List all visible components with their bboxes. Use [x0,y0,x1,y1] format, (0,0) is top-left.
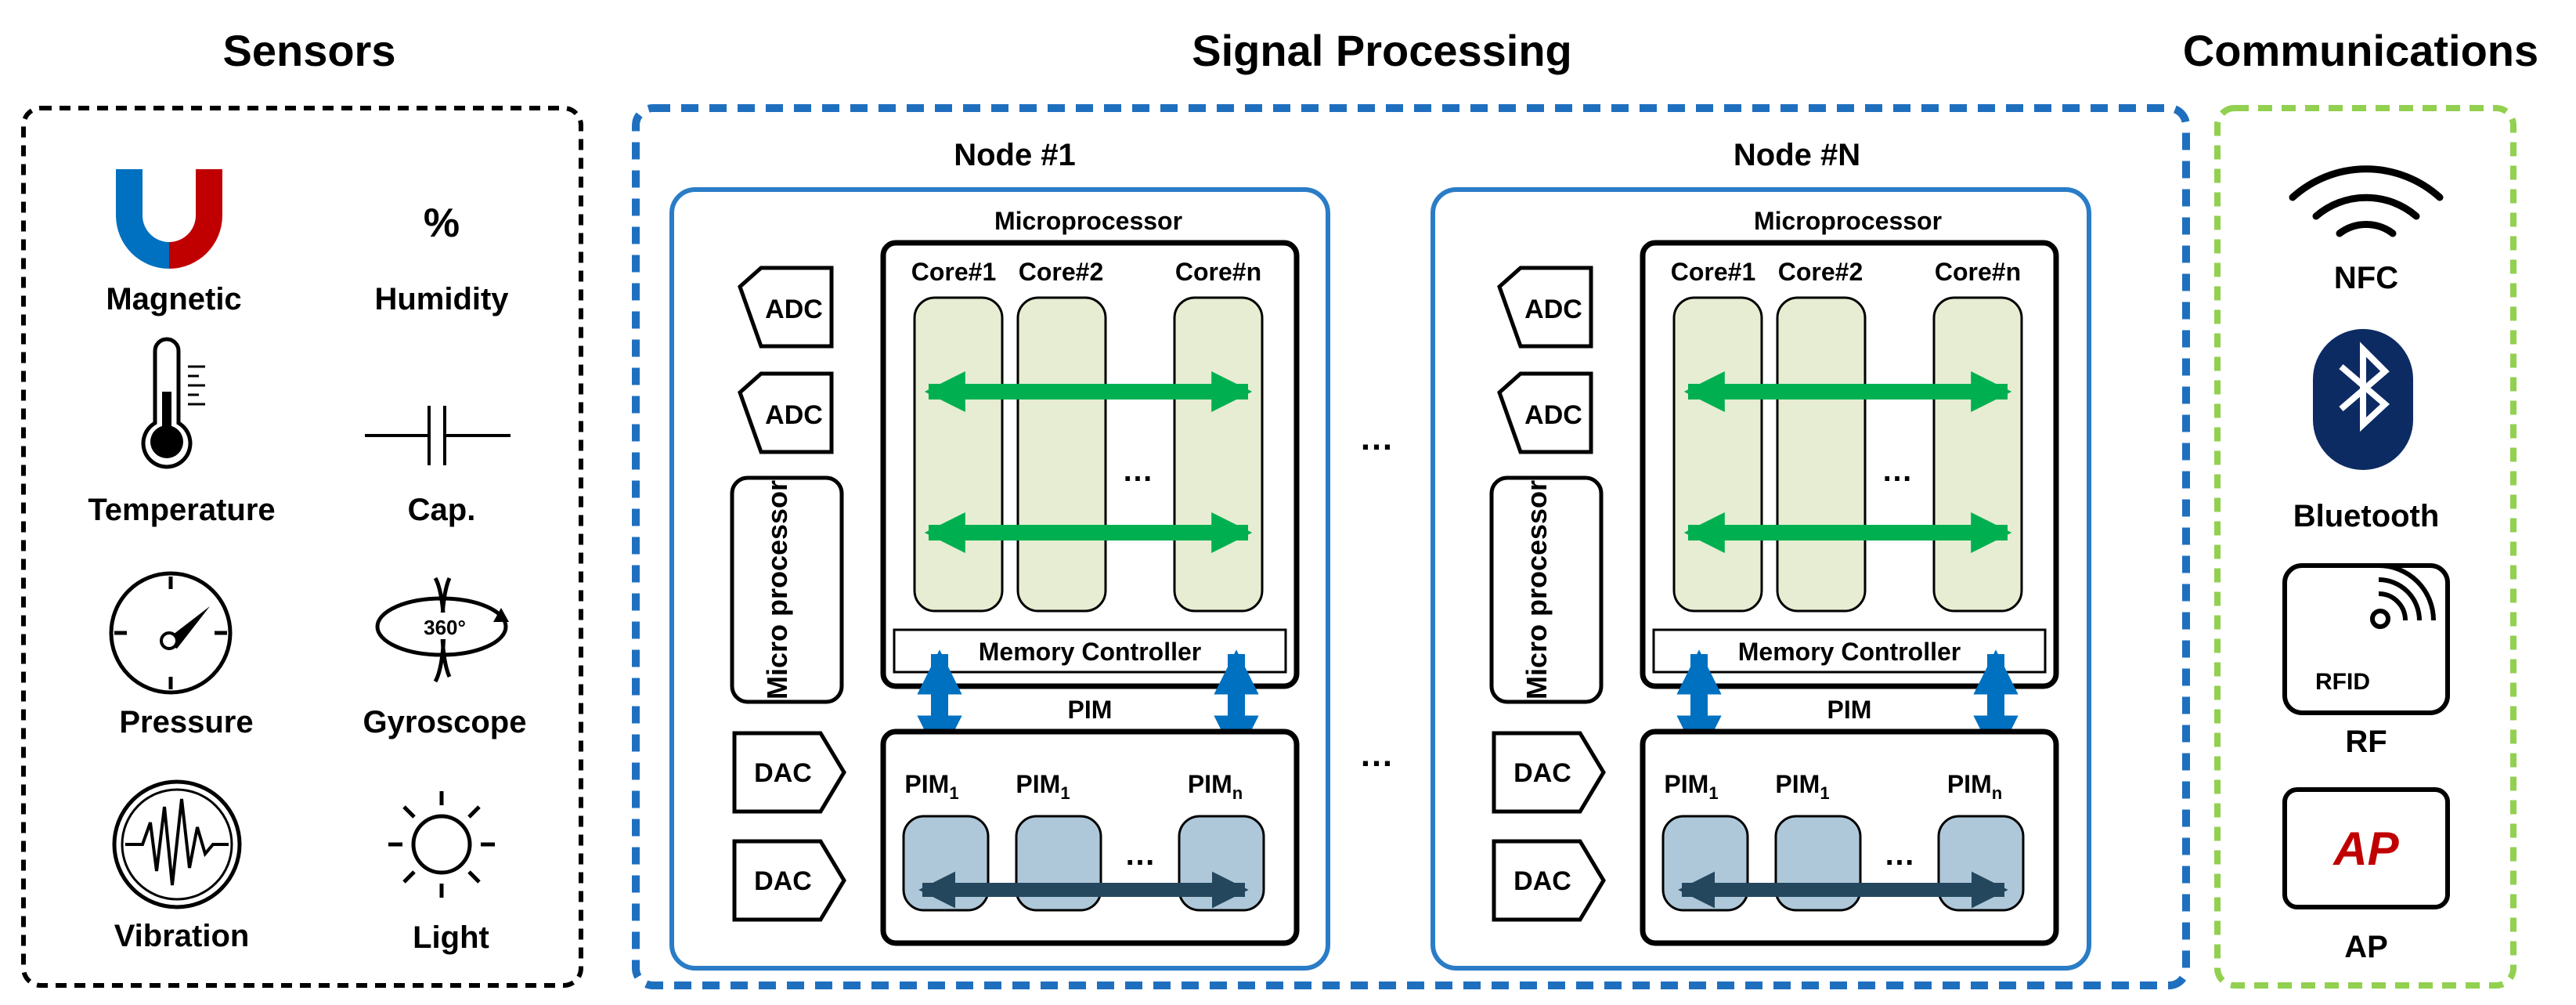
svg-text:ADC: ADC [765,400,823,430]
rfid-icon: RFID [2282,563,2450,715]
comm-label-bluetooth: Bluetooth [2293,499,2440,533]
bluetooth-icon [2313,329,2413,470]
dac-block: DAC [732,839,846,922]
memory-controller-label: Memory Controller [1738,638,1961,666]
sensor-label-humidity: Humidity [374,282,509,316]
magnet-icon [116,169,222,269]
core-label: Core#1 [911,258,997,286]
pim-unit-label: PIM1 [1775,770,1829,803]
dac-block: DAC [1492,731,1606,814]
comm-label-rf: RF [2345,725,2387,759]
sensors-panel [21,106,583,988]
adc-block: ADC [738,371,834,454]
core-label: Core#1 [1671,258,1756,286]
pim-ellipsis: … [1124,837,1156,872]
pressure-gauge-icon [109,571,233,695]
core-column [1776,296,1867,613]
core-label: Core#n [1935,258,2021,286]
communications-panel [2214,105,2516,989]
core-label: Core#2 [1019,258,1104,286]
core-label: Core#n [1175,258,1261,286]
microprocessor-title: Microprocessor [994,207,1182,235]
rfid-badge-label: RFID [2315,669,2370,695]
pim-title: PIM [1827,696,1872,724]
dac-block: DAC [732,731,846,814]
micro-processor-side-block: Micro processor [730,475,844,704]
comm-label-nfc: NFC [2334,261,2398,295]
micro-processor-label: Micro processor [1521,480,1553,700]
node-1: Node #1 ADC ADC Micro processor DAC DAC … [669,138,1330,971]
gyroscope-icon: 360° [375,577,509,683]
node-n: Node #N ADC ADC Micro processor DAC DAC … [1431,138,2091,971]
thermometer-icon [141,337,205,469]
sensor-label-pressure: Pressure [119,705,253,739]
ap-badge-label: AP [2332,822,2399,875]
pim-unit-label: PIM1 [1016,770,1070,803]
svg-text:DAC: DAC [754,758,812,788]
adc-block: ADC [1497,266,1593,349]
pim-unit-label: PIM1 [1664,770,1718,803]
pim-title: PIM [1068,696,1113,724]
core-column [1016,296,1107,613]
access-point-icon: AP [2282,787,2450,909]
node-title: Node #1 [954,138,1076,172]
memory-controller-label: Memory Controller [979,638,1201,666]
node-ellipsis: … [1359,736,1394,774]
signal-processing-panel [632,104,2190,989]
communications-title: Communications [2183,26,2538,75]
pim-ellipsis: … [1884,837,1915,872]
core-column [913,296,1004,613]
micro-processor-side-block: Micro processor [1489,475,1604,704]
dac-block: DAC [1492,839,1606,922]
svg-text:DAC: DAC [1513,758,1571,788]
micro-processor-label: Micro processor [761,480,793,700]
pim-unit-label: PIMn [1188,770,1243,803]
sensor-label-vibration: Vibration [114,919,250,953]
sensors-title: Sensors [223,26,396,75]
sensor-label-magnetic: Magnetic [106,282,241,316]
svg-text:ADC: ADC [1524,295,1582,324]
pim-unit-label: PIM1 [904,770,958,803]
pim-unit-label: PIMn [1947,770,2002,803]
core-column [1932,296,2023,613]
comm-label-ap: AP [2344,930,2388,964]
vibration-icon [112,779,242,909]
humidity-icon: % [424,201,460,246]
sensor-label-gyroscope: Gyroscope [363,705,527,739]
core-label: Core#2 [1778,258,1863,286]
microprocessor-title: Microprocessor [1754,207,1942,235]
svg-text:DAC: DAC [754,866,812,896]
core-ellipsis: … [1881,454,1913,488]
sensor-label-cap: Cap. [408,493,476,527]
svg-text:ADC: ADC [765,295,823,324]
capacitor-icon [365,406,511,465]
adc-block: ADC [1497,371,1593,454]
core-column [1173,296,1264,613]
core-ellipsis: … [1122,454,1153,488]
adc-block: ADC [738,266,834,349]
node-ellipsis: … [1359,419,1394,457]
sun-icon [388,791,495,898]
signal-processing-title: Signal Processing [1192,26,1572,75]
svg-text:DAC: DAC [1513,866,1571,896]
sensor-label-light: Light [413,920,489,955]
node-title: Node #N [1734,138,1860,172]
svg-text:ADC: ADC [1524,400,1582,430]
nfc-icon [2289,165,2444,237]
gyroscope-degree-label: 360° [424,616,466,639]
sensor-label-temperature: Temperature [88,493,275,527]
core-column [1672,296,1763,613]
